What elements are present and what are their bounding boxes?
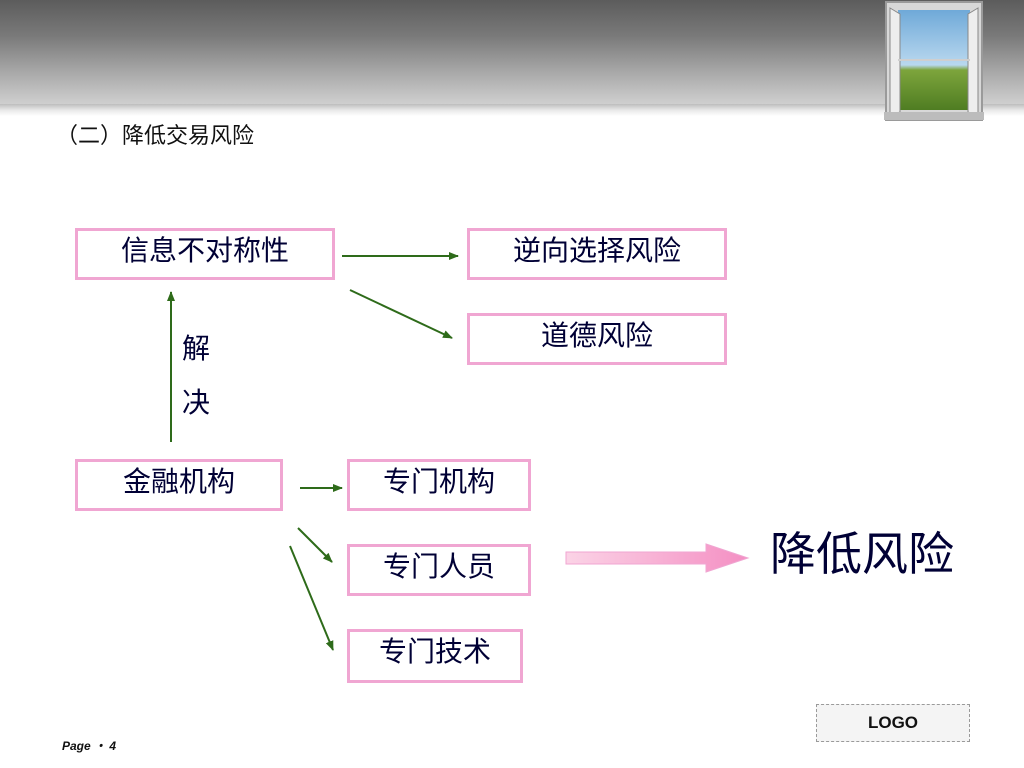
page-number: 4 — [109, 739, 117, 753]
header-band — [0, 0, 1024, 104]
solve-label-char-2: 决 — [182, 386, 211, 419]
page-separator: ・ — [94, 739, 107, 753]
box-special-technology: 专门技术 — [347, 629, 523, 683]
slide-subtitle: （二）降低交易风险 — [56, 124, 255, 149]
header-divider — [0, 104, 1024, 116]
arrow-to-special-personnel — [297, 527, 333, 563]
box-special-agency: 专门机构 — [347, 459, 531, 511]
page-footer: Page ・ 4 — [62, 737, 116, 754]
logo-badge: LOGO — [816, 704, 970, 742]
box-special-personnel: 专门人员 — [347, 544, 531, 596]
box-info-asymmetry: 信息不对称性 — [75, 228, 335, 280]
big-pink-arrow — [565, 543, 750, 573]
arrow-to-moral-hazard — [349, 289, 453, 339]
solve-label-char-1: 解 — [182, 332, 211, 365]
box-adverse-selection: 逆向选择风险 — [467, 228, 727, 280]
window-icon — [884, 1, 984, 121]
result-label: 降低风险 — [770, 527, 954, 581]
box-financial-institution: 金融机构 — [75, 459, 283, 511]
solve-label: 解 决 — [182, 322, 222, 430]
arrow-to-special-technology — [289, 545, 334, 651]
box-moral-hazard: 道德风险 — [467, 313, 727, 365]
page-label: Page — [62, 739, 91, 753]
